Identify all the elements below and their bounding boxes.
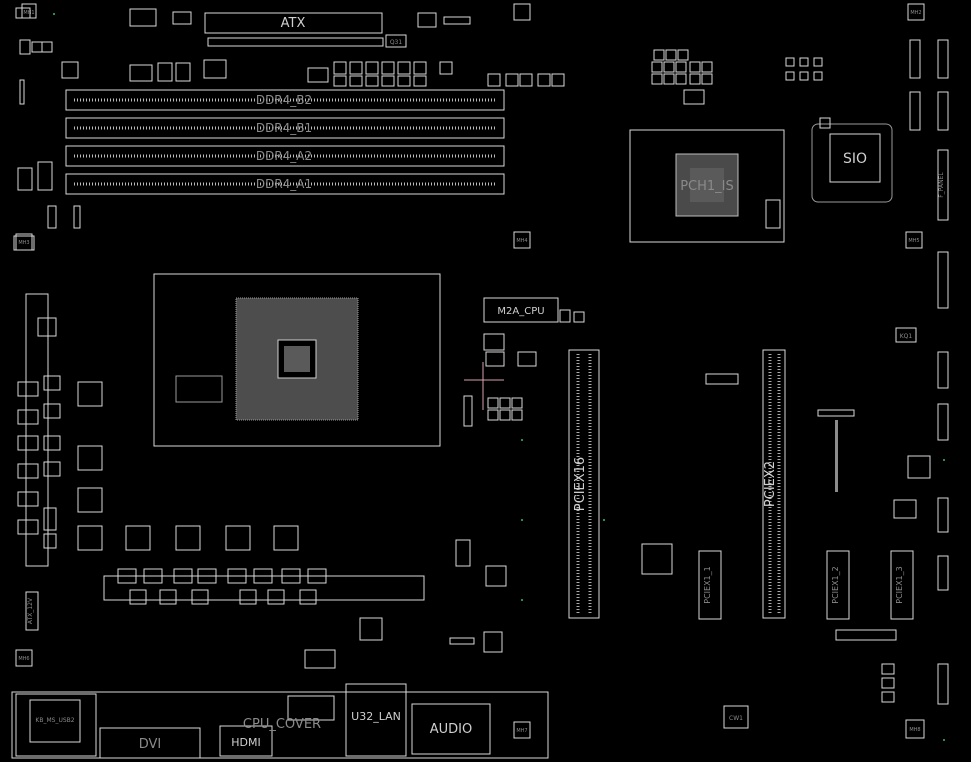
crosshair-marker [464,362,504,410]
ddr4-b1-slot: DDR4_B1 [65,117,505,139]
pciex1-2-label: PCIEX1_2 [831,566,840,603]
pciex1-3-label: PCIEX1_3 [895,566,904,603]
pciex1-1-slot: PCIEX1_1 [698,550,722,620]
ddr4-b2-slot: DDR4_B2 [65,89,505,111]
ddr4-a1-slot: DDR4_A1 [65,173,505,195]
ddr4-b1-label: DDR4_B1 [256,121,312,135]
pciex16-slot: PCIEX16 [568,349,600,619]
cpu-cover-label-box: CPU_COVER [243,695,335,732]
mid-small-parts [463,395,523,427]
sio-chip: SIO [811,117,893,203]
mh3-label: MH3 [18,240,29,246]
pciex2-label: PCIEX2 [763,461,778,507]
audio-label: AUDIO [430,722,473,737]
cpu-cover-area [103,568,425,605]
m2a-cpu-label: M2A_CPU [497,306,544,317]
kq1-label: KQ1 [900,333,913,340]
atx-connector: ATX [204,12,384,47]
bottom-right-parts: CW1 [723,629,897,729]
mh5-label: MH5 [908,238,919,244]
cpu-socket [153,273,441,447]
top-part [417,12,437,28]
m2a-cpu-connector: M2A_CPU [483,297,585,367]
mounting-holes: MH1 MH2 MH3 MH4 MH5 MH6 MH7 MH8 [15,3,925,739]
center-lower-parts [304,539,673,669]
rear-io-panel: KB_MS_USB2 DVI HDMI CPU_COVER U32_LAN AU… [11,683,549,759]
dvi-port: DVI [99,727,201,759]
pciex1-2-slot: PCIEX1_2 [826,550,850,620]
q31-part [385,34,407,48]
q31-label: Q31 [390,39,403,46]
pciex16-label: PCIEX16 [573,457,588,511]
u32-lan-label: U32_LAN [351,710,401,723]
pciex2-slot: PCIEX2 [762,349,786,619]
u32-lan-port: U32_LAN [345,683,407,757]
f-panel-label: F_PANEL [938,172,945,198]
pciex1-3-slot: PCIEX1_3 [890,550,914,620]
right-edge-headers: F_PANEL KQ1 [893,39,949,705]
kb-ms-usb2-port: KB_MS_USB2 [15,693,97,757]
top-small-parts [61,59,565,87]
standoff-bar-top [817,409,855,417]
hdmi-label: HDMI [231,736,260,749]
left-edge-parts [13,7,81,567]
top-part [443,16,471,25]
cpu-cover-label: CPU_COVER [243,717,321,732]
top-part [172,11,192,25]
pch-top-parts [651,49,823,85]
dvi-label: DVI [139,737,162,752]
vias [53,13,945,741]
ddr4-a1-label: DDR4_A1 [256,177,312,191]
pch-label: PCH1_IS [680,179,734,194]
ddr4-slots: DDR4_B2 DDR4_B1 DDR4_A2 DDR4_A1 [65,89,505,195]
hdmi-port: HDMI [219,725,273,757]
pciex1-1-label: PCIEX1_1 [703,566,712,603]
mh1-label: MH1 [23,10,34,16]
mh2-label: MH2 [910,10,921,16]
pch-chip: PCH1_IS [629,89,785,243]
atx-label: ATX [281,16,306,31]
ddr4-b2-label: DDR4_B2 [256,93,312,107]
sio-label: SIO [843,151,867,167]
atx-12v-label: ATX_12V [27,597,34,624]
top-chip [129,8,157,27]
standoff-bar [835,420,838,492]
mh6-label: MH6 [18,656,29,662]
kb-ms-usb2-label: KB_MS_USB2 [35,717,74,724]
vrm-parts [77,381,299,551]
part-near-pciex2 [705,373,739,385]
ddr4-a2-label: DDR4_A2 [256,149,312,163]
cw1-label: CW1 [729,715,743,722]
mh7-label: MH7 [516,728,527,734]
atx-12v-connector: ATX_12V [25,591,39,631]
f-panel-header: F_PANEL [937,149,949,221]
ddr4-a2-slot: DDR4_A2 [65,145,505,167]
audio-port: AUDIO [411,703,491,755]
mh8-label: MH8 [909,727,920,733]
mh4-label: MH4 [516,238,527,244]
